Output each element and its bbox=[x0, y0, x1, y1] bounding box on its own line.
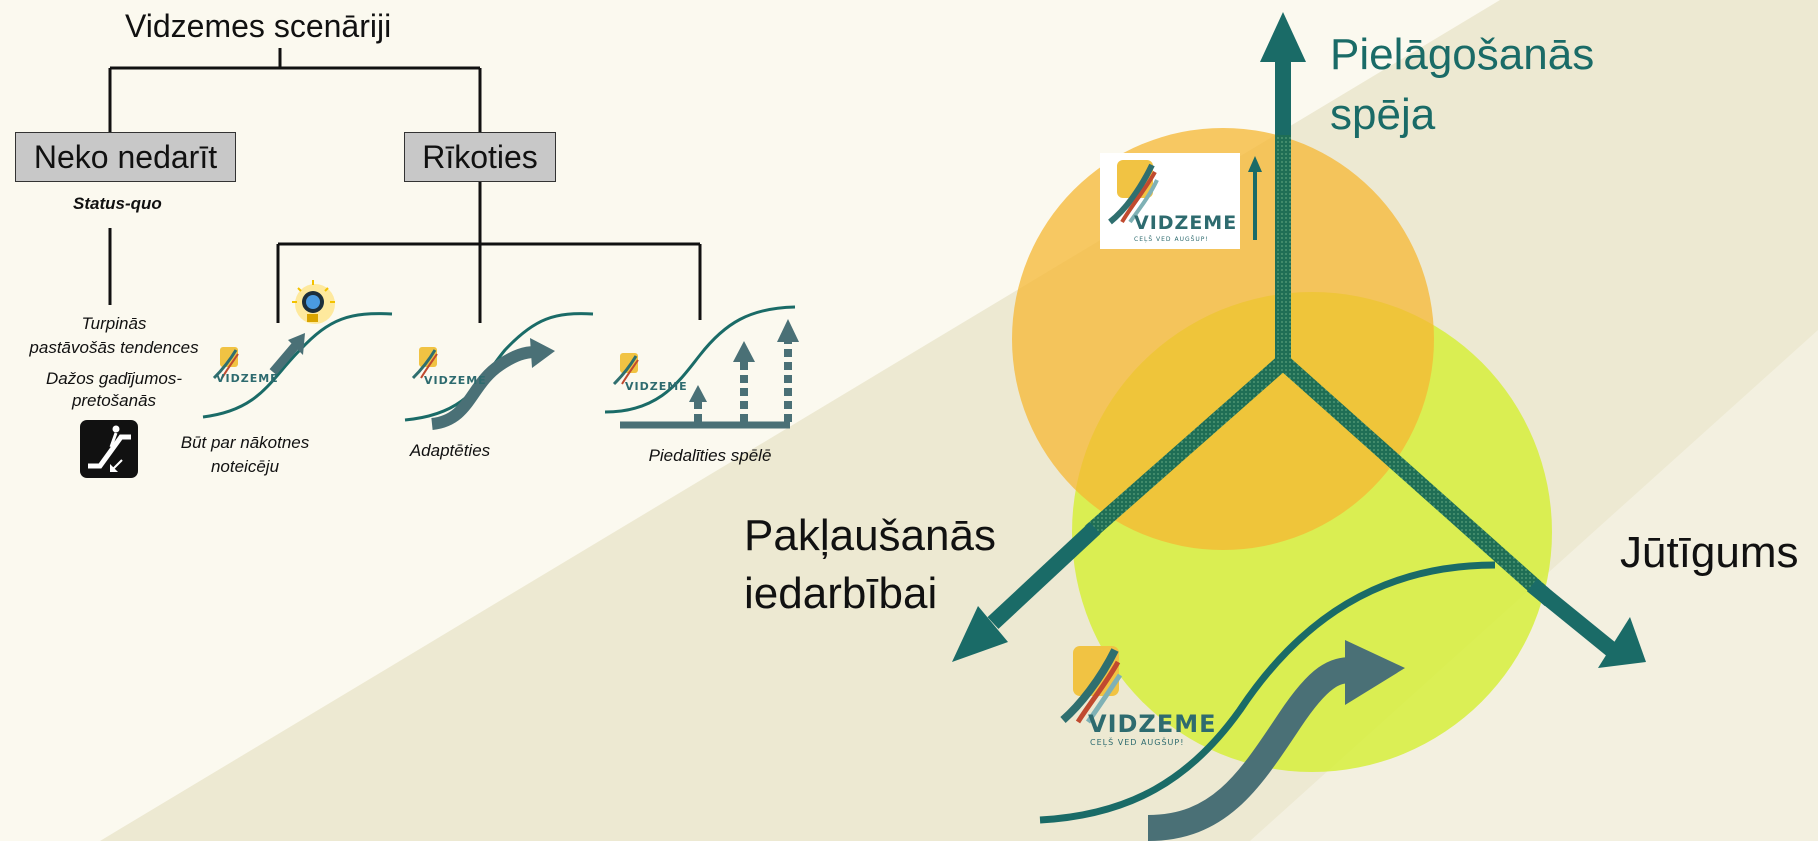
resist-line-2: pretošanās bbox=[71, 391, 157, 410]
vidzeme-logo-mark-small-2 bbox=[411, 347, 438, 380]
axis-label-up-2: spēja bbox=[1330, 90, 1436, 139]
large-s-curve bbox=[1039, 561, 1496, 824]
option1-line-2: noteicēju bbox=[210, 457, 280, 476]
do-nothing-box: Neko nedarīt bbox=[15, 132, 236, 182]
option1-line-1: Būt par nākotnes bbox=[180, 433, 310, 452]
option2-arrow-icon bbox=[430, 338, 555, 430]
logo-tagline-panel: CEĻŠ VED AUGŠUP! bbox=[1134, 236, 1209, 243]
escalator-down-icon bbox=[80, 420, 138, 478]
resist-line-1: Dažos gadījumos- bbox=[45, 369, 183, 388]
axis-label-right: Jūtīgums bbox=[1620, 528, 1799, 577]
trend-line-2: pastāvošās tendences bbox=[29, 338, 199, 357]
axis-label-left-1: Pakļaušanās bbox=[744, 511, 996, 560]
logo-name-large: VIDZEME bbox=[1088, 710, 1217, 738]
logo-name-small-2: VIDZEME bbox=[424, 374, 487, 387]
tree-title: Vidzemes scenāriji bbox=[125, 8, 392, 44]
status-quo-label: Status-quo bbox=[73, 194, 162, 213]
logo-name-panel: VIDZEME bbox=[1134, 212, 1238, 234]
logo-tagline-large: CEĻŠ VED AUGŠUP! bbox=[1090, 738, 1185, 747]
act-box: Rīkoties bbox=[404, 132, 556, 182]
trend-line-1: Turpinās bbox=[81, 314, 147, 333]
vidzeme-logo-mark-small-3 bbox=[612, 353, 639, 386]
lightbulb-icon bbox=[292, 280, 335, 324]
option1-arrow-icon bbox=[269, 333, 305, 375]
vidzeme-logo-mark-small-1 bbox=[212, 347, 239, 380]
central-y-axes bbox=[1084, 110, 1556, 606]
large-growth-arrow-icon bbox=[1147, 640, 1405, 841]
axis-arrows bbox=[952, 12, 1646, 668]
option3-dashed-arrows-icon bbox=[620, 319, 799, 429]
axis-label-left-2: iedarbībai bbox=[744, 569, 938, 618]
option2-label: Adaptēties bbox=[409, 441, 491, 460]
vidzeme-logo-mark-2 bbox=[1060, 646, 1123, 724]
vidzeme-logo-mark-1 bbox=[1108, 160, 1159, 225]
axis-label-up-1: Pielāgošanās bbox=[1330, 30, 1595, 79]
logo-name-small-1: VIDZEME bbox=[216, 372, 279, 385]
arrow-up-icon bbox=[1248, 156, 1262, 240]
scenario-tree-lines bbox=[108, 48, 702, 323]
logo-name-small-3: VIDZEME bbox=[625, 380, 688, 393]
option3-label: Piedalīties spēlē bbox=[648, 446, 772, 465]
